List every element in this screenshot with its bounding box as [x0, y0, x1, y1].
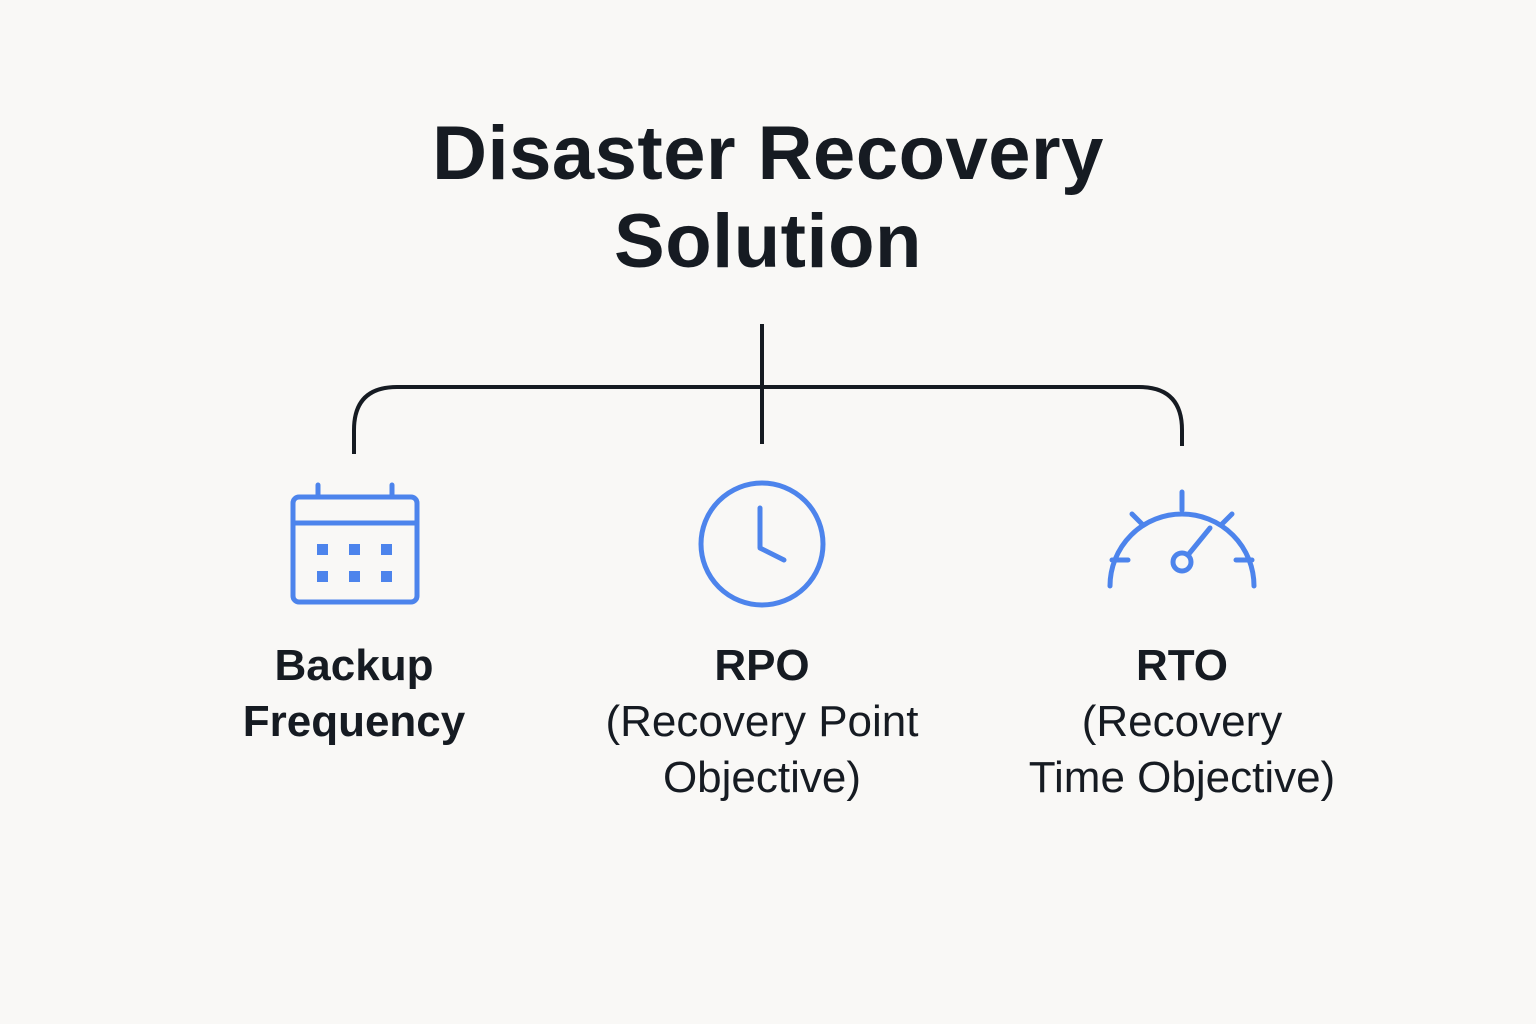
label-line: RPO: [714, 641, 810, 690]
label-line: (Recovery Point: [605, 697, 919, 746]
label-line: (Recovery: [1081, 697, 1283, 746]
label-backup-frequency: Backup Frequency: [204, 638, 504, 750]
label-line: Frequency: [242, 697, 466, 746]
title-line-1: Disaster Recovery: [432, 111, 1104, 196]
diagram-title: Disaster Recovery Solution: [0, 110, 1536, 286]
label-line: Time Objective): [1028, 753, 1336, 802]
label-line: RTO: [1135, 641, 1229, 690]
title-line-2: Solution: [614, 199, 922, 284]
connector-branches: [352, 385, 1184, 454]
label-line: Objective): [662, 753, 862, 802]
speedometer-icon: [1107, 489, 1257, 589]
calendar-icon: [290, 482, 420, 605]
label-line: Backup: [274, 641, 434, 690]
clock-icon: [698, 480, 826, 608]
label-rpo: RPO (Recovery Point Objective): [560, 638, 964, 806]
label-rto: RTO (Recovery Time Objective): [990, 638, 1374, 806]
